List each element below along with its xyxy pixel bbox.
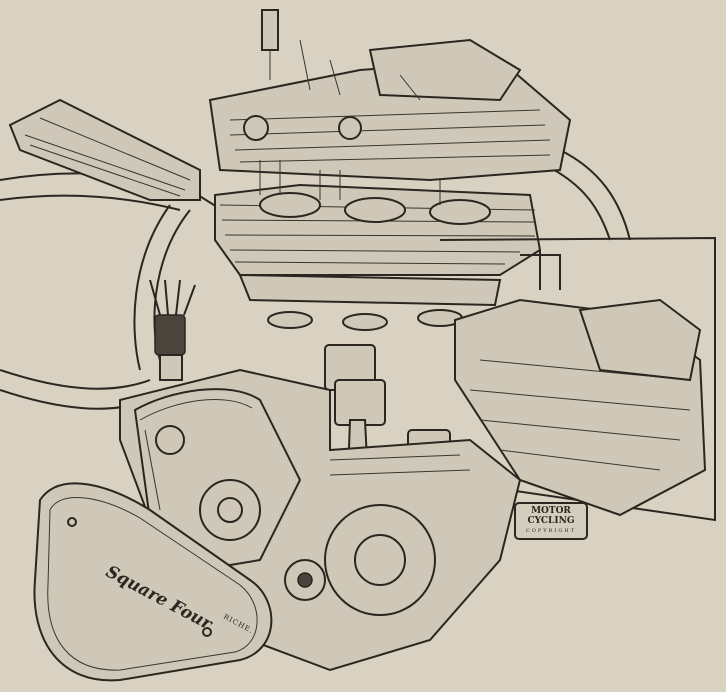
oil-tank (8, 98, 201, 201)
motor-cycling-logo: MOTOR CYCLING COPYRIGHT (514, 502, 588, 540)
distributor (149, 279, 196, 381)
cylinder-head-upper (208, 9, 572, 182)
logo-line1: MOTOR (531, 506, 571, 516)
logo-line3: COPYRIGHT (525, 528, 577, 534)
logo-line2: CYCLING (527, 516, 575, 526)
inset-cutaway (439, 236, 716, 522)
timing-cover (33, 482, 273, 682)
cylinder-block (214, 160, 542, 331)
